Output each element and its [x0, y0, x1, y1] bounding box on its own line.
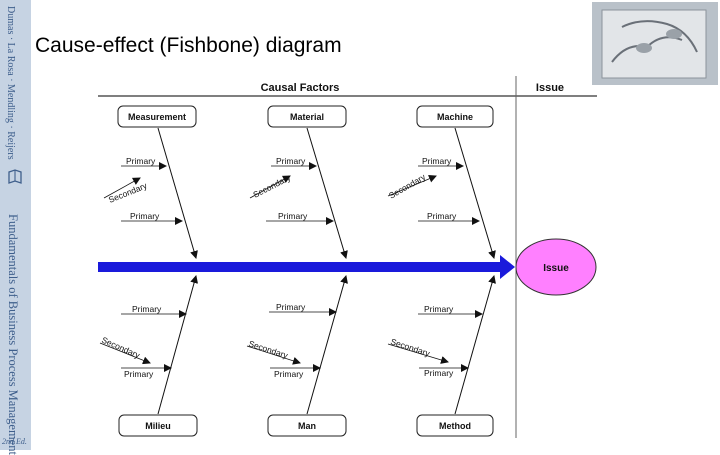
primary-label: Primary — [276, 302, 306, 312]
primary-label: Primary — [424, 368, 454, 378]
category-box-milieu — [118, 414, 198, 437]
branch-method — [454, 275, 496, 415]
primary-label: Primary — [130, 211, 160, 221]
hand-drawing-image — [592, 2, 718, 85]
category-label-method: Method — [439, 421, 471, 431]
branch-milieu — [157, 275, 198, 415]
issue-ellipse — [515, 238, 597, 296]
header-causal-factors: Causal Factors — [261, 82, 340, 94]
secondary-line — [246, 345, 301, 365]
category-label-material: Material — [290, 112, 324, 122]
secondary-line — [387, 343, 449, 364]
primary-label: Primary — [124, 369, 154, 379]
category-box-man — [267, 414, 347, 437]
sidebar: Dumas · La Rosa · Mendling · Reijers Fun… — [0, 0, 31, 455]
primary-label: Primary — [422, 156, 452, 166]
secondary-label: Secondary — [100, 335, 142, 361]
author-names: Dumas · La Rosa · Mendling · Reijers — [5, 6, 16, 160]
secondary-label: Secondary — [387, 171, 428, 200]
slide-title: Cause-effect (Fishbone) diagram — [35, 34, 342, 57]
category-label-man: Man — [298, 421, 316, 431]
primary-label: Primary — [274, 369, 304, 379]
secondary-label: Secondary — [247, 338, 289, 360]
category-box-material — [267, 105, 347, 128]
category-label-measurement: Measurement — [128, 112, 186, 122]
edition-label: 2nd Ed. — [2, 437, 27, 446]
book-icon — [8, 169, 22, 184]
primary-label: Primary — [132, 304, 162, 314]
spine-arrowhead — [500, 255, 515, 279]
header-issue: Issue — [536, 82, 564, 94]
primary-label: Primary — [424, 304, 454, 314]
primary-label: Primary — [278, 211, 308, 221]
category-label-machine: Machine — [437, 112, 473, 122]
category-box-measurement — [117, 105, 197, 128]
category-label-milieu: Milieu — [145, 421, 171, 431]
branch-material — [306, 127, 348, 259]
primary-label: Primary — [427, 211, 457, 221]
secondary-label: Secondary — [107, 180, 149, 205]
secondary-line — [249, 175, 291, 199]
primary-label: Primary — [126, 156, 156, 166]
branch-machine — [454, 127, 496, 259]
secondary-line — [103, 177, 141, 199]
branch-measurement — [157, 127, 198, 259]
book-title: Fundamentals of Business Process Managem… — [6, 214, 20, 455]
branch-man — [306, 275, 348, 415]
secondary-label: Secondary — [389, 336, 431, 358]
category-box-method — [416, 414, 494, 437]
secondary-line — [99, 342, 151, 365]
issue-label: Issue — [543, 263, 569, 274]
category-box-machine — [416, 105, 494, 128]
secondary-label: Secondary — [251, 172, 292, 200]
secondary-line — [387, 175, 437, 197]
primary-label: Primary — [276, 156, 306, 166]
